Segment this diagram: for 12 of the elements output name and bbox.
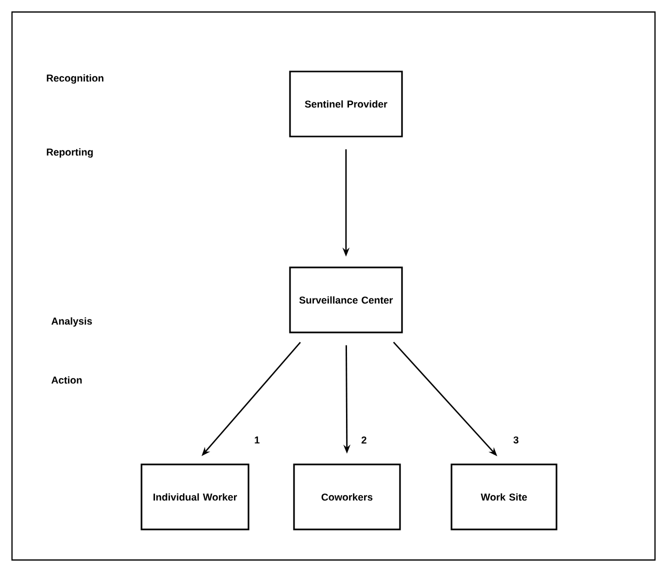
callout-number: 3 — [513, 436, 518, 444]
stage-label: Reporting — [46, 148, 93, 158]
process-box: Sentinel Provider — [289, 70, 403, 138]
process-box: Surveillance Center — [289, 266, 403, 334]
callout-number: 2 — [362, 436, 366, 444]
process-box: Coworkers — [293, 464, 401, 530]
process-box: Work Site — [450, 464, 558, 530]
stage-label: Analysis — [51, 317, 92, 327]
callout-number: 1 — [254, 436, 260, 444]
process-box: Individual Worker — [140, 464, 250, 530]
stage-label: Action — [51, 376, 82, 384]
stage-label: Recognition — [46, 74, 104, 84]
